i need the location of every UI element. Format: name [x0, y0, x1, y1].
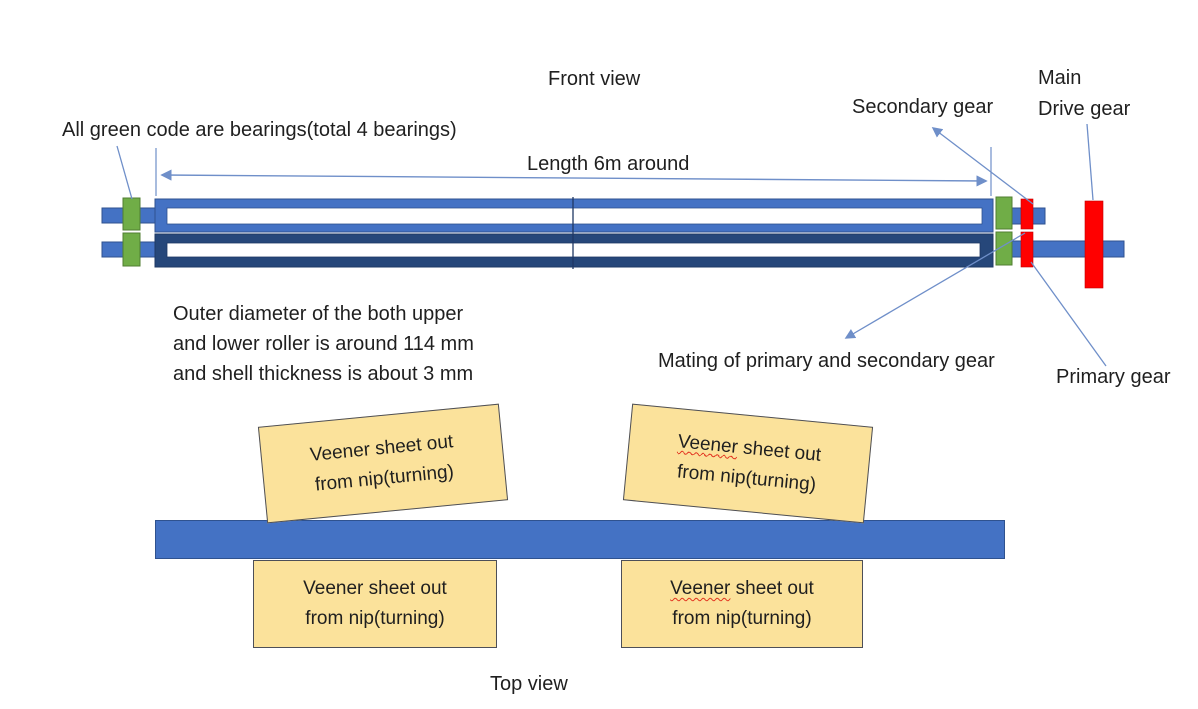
main-drive-gear-leader-line	[1086, 123, 1094, 201]
mating-note: Mating of primary and secondary gear	[658, 350, 995, 372]
veneer-word: Veener	[303, 578, 364, 599]
top-view-title: Top view	[490, 673, 568, 695]
secondary-gear-arrow	[931, 127, 1034, 205]
veneer-note-bottom-right: Veener sheet out from nip(turning)	[621, 560, 863, 648]
bearing-right-lower	[995, 231, 1013, 266]
front-view-title: Front view	[548, 68, 641, 90]
secondary-gear-shape	[1020, 198, 1034, 230]
main-drive-gear-shape	[1084, 200, 1104, 289]
primary-gear-shape	[1020, 231, 1034, 268]
diameter-note: Outer diameter of the both upper and low…	[173, 303, 474, 385]
upper-roller-bore	[166, 207, 983, 225]
mating-arrow	[844, 232, 1026, 339]
secondary-gear-label: Secondary gear	[852, 96, 994, 118]
bearing-left-upper	[122, 197, 141, 231]
veneer-word-misspelled: Veener	[670, 578, 731, 599]
bearing-leader-line	[116, 145, 133, 200]
length-note: Length 6m around	[527, 153, 690, 175]
veneer-word-misspelled: Veener	[676, 430, 739, 458]
bearing-right-upper	[995, 196, 1013, 230]
main-drive-gear-label: Main Drive gear	[1038, 67, 1131, 120]
bearings-note: All green code are bearings(total 4 bear…	[62, 119, 457, 141]
veneer-note-bottom-left: Veener sheet out from nip(turning)	[253, 560, 497, 648]
primary-gear-leader-line	[1030, 261, 1107, 367]
length-dimension-arrow	[160, 169, 988, 187]
primary-gear-label: Primary gear	[1056, 366, 1171, 388]
veneer-word: Veener	[308, 438, 371, 466]
bearing-left-lower	[122, 232, 141, 267]
top-view-roller-bar	[155, 520, 1005, 559]
